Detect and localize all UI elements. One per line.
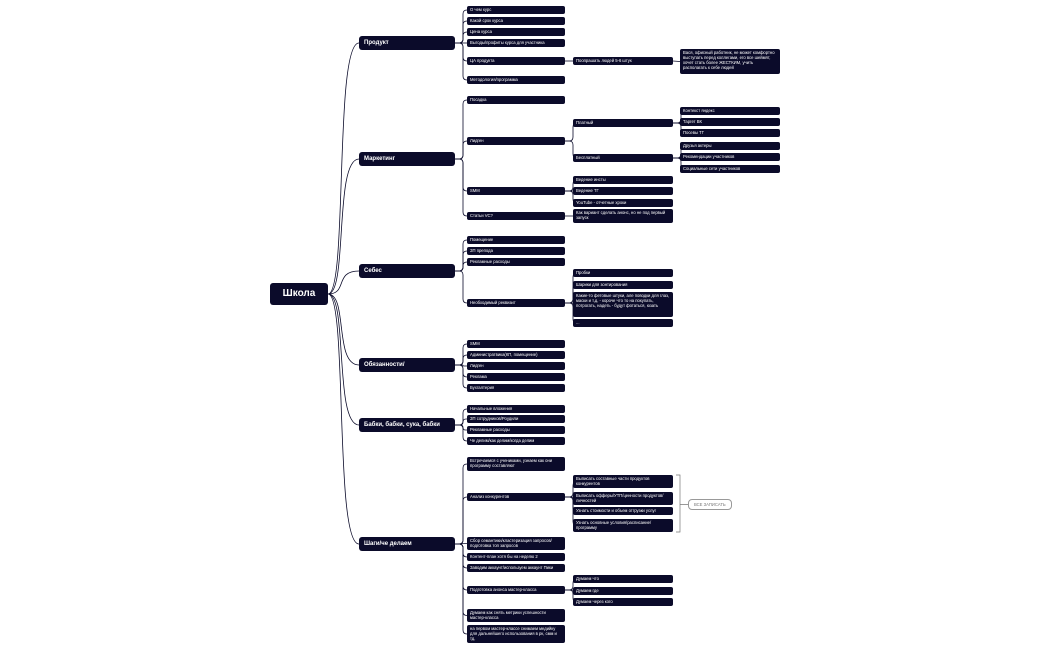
connector-35 <box>455 364 468 378</box>
steps-comp-conditions[interactable]: Узнать основные условия/расписание/ прог… <box>573 519 673 532</box>
connector-46 <box>455 543 468 591</box>
duties-accounting[interactable]: Бухгалтерия <box>467 384 565 392</box>
marketing-paid[interactable]: Платный <box>573 119 673 127</box>
product-ca[interactable]: ЦА продукта <box>467 57 565 65</box>
money-ads[interactable]: Рекламные расходы <box>467 426 565 434</box>
steps-meet[interactable]: Встречаемся с учениками, узнаем как они … <box>467 457 565 471</box>
marketing-tg-posts[interactable]: Посевы ТГ <box>680 129 780 137</box>
branch-steps[interactable]: Шаги/че делаем <box>359 537 455 551</box>
marketing-youtube[interactable]: YouTube - отчетные хроки <box>573 199 673 207</box>
steps-account[interactable]: Заводим аккаунт/используем аккаунт Пики <box>467 564 565 572</box>
connector-27 <box>455 270 468 304</box>
marketing-free[interactable]: Бесплатный <box>573 154 673 162</box>
marketing-tg[interactable]: Ведение ТГ <box>573 187 673 195</box>
root-connector-1 <box>327 158 360 295</box>
connector-36 <box>455 364 468 389</box>
sebes-salary[interactable]: ЗП препода <box>467 247 565 255</box>
duties-ads[interactable]: Реклама <box>467 373 565 381</box>
connector-7 <box>672 60 681 62</box>
steps-comp-prices[interactable]: Узнать стоимости и объем отгрузки услуг <box>573 507 673 515</box>
branch-marketing[interactable]: Маркетинг <box>359 152 455 166</box>
root-connector-4 <box>327 293 360 426</box>
connector-26 <box>455 261 468 272</box>
product-about[interactable]: О чем курс <box>467 6 565 14</box>
connector-34 <box>455 364 467 367</box>
marketing-landing[interactable]: Посадка <box>467 96 565 104</box>
connector-37 <box>455 408 468 426</box>
connector-42 <box>455 496 468 545</box>
connector-44 <box>455 543 468 558</box>
product-methodology[interactable]: Методология/программа <box>467 76 565 84</box>
steps-mc-who[interactable]: Думаем через кого <box>573 598 673 606</box>
connector-10 <box>455 158 468 192</box>
connector-47 <box>455 543 468 616</box>
summary-bracket <box>676 474 688 533</box>
marketing-context-yandex[interactable]: Контекст яндекс <box>680 107 780 115</box>
steps-masterclass[interactable]: Подготовка анонса мастер-класса <box>467 586 565 594</box>
sebes-props-plugs[interactable]: Пробки <box>573 269 673 277</box>
steps-mc-where[interactable]: Думаем где <box>573 587 673 595</box>
marketing-recommendations[interactable]: Рекомендации участников <box>680 153 780 161</box>
connector-4 <box>455 42 468 62</box>
duties-leadgen[interactable]: Лидген <box>467 362 565 370</box>
product-duration[interactable]: Какой срок курса <box>467 17 565 25</box>
branch-product[interactable]: Продукт <box>359 36 455 50</box>
steps-semantics[interactable]: Сбор семантики/кластеризация запросов/ п… <box>467 537 565 550</box>
steps-comp-parts[interactable]: Выписать составные части продуктов конку… <box>573 475 673 488</box>
connector-33 <box>455 354 468 366</box>
branch-duties[interactable]: Обязанности/Ответственность <box>359 358 455 372</box>
money-invest[interactable]: Начальные вложения <box>467 405 565 413</box>
root-connector-3 <box>327 293 360 366</box>
marketing-insta[interactable]: Ведение инсты <box>573 176 673 184</box>
marketing-target-vk[interactable]: Таргет ВК <box>680 118 780 126</box>
connector-25 <box>455 250 468 272</box>
steps-media[interactable]: на первом мастер-классе снимаем медийку … <box>467 625 565 643</box>
connector-0 <box>455 9 468 44</box>
connector-40 <box>455 424 468 442</box>
root-connector-2 <box>327 270 360 295</box>
sebes-props-balls[interactable]: Шарики для зонтирования <box>573 281 673 289</box>
connector-5 <box>455 42 468 81</box>
marketing-vc[interactable]: Статьи VC? <box>467 212 565 220</box>
connector-32 <box>455 343 468 366</box>
marketing-smm[interactable]: SMM <box>467 187 565 195</box>
steps-comp-offers[interactable]: Выписать офферы/УТП/ценности продуктов/ … <box>573 492 673 505</box>
steps-competitors[interactable]: Анализ конкурентов <box>467 493 565 501</box>
money-salary[interactable]: ЗП сотрудников/Роудили <box>467 415 565 423</box>
steps-content-plan[interactable]: Контент-план хотя бы на неделю 2 <box>467 553 565 561</box>
connector-2 <box>455 31 468 44</box>
sebes-props-more[interactable]: ... <box>573 319 673 327</box>
connector-38 <box>455 418 467 426</box>
connector-8 <box>455 99 468 160</box>
connector-24 <box>455 239 468 272</box>
marketing-friends[interactable]: Друзья актеры <box>680 142 780 150</box>
branch-sebes[interactable]: Себес <box>359 264 455 278</box>
duties-admin[interactable]: Администратвика(КП, помещение) <box>467 351 565 359</box>
steps-mc-what[interactable]: Думаем что <box>573 575 673 583</box>
sebes-props-masks[interactable]: Какие-то фетовые штуки, але поводки для … <box>573 292 673 317</box>
sebes-room[interactable]: Помещение <box>467 236 565 244</box>
product-benefits[interactable]: Выгоды/профиты курса для участника <box>467 39 565 47</box>
connector-9 <box>455 140 468 160</box>
product-price[interactable]: Цена курса <box>467 28 565 36</box>
marketing-vc-note[interactable]: Как вариант сделать анонс, но не под пер… <box>573 209 673 223</box>
sebes-props[interactable]: Необходимый реквизит <box>467 299 565 307</box>
connector-45 <box>455 543 468 569</box>
steps-metrics[interactable]: Думаем как снять метрики успешности маст… <box>467 609 565 622</box>
product-ca-description[interactable]: Вася, офисный работник, не может комфорт… <box>680 49 780 74</box>
product-ca-interview[interactable]: Поопрашать людей 5-6 штук <box>573 57 673 65</box>
marketing-social[interactable]: Социальные сети участников <box>680 165 780 173</box>
branch-money[interactable]: Бабки, бабки, сука, бабки <box>359 418 455 432</box>
marketing-leadgen[interactable]: Лидген <box>467 137 565 145</box>
root-connector-0 <box>327 42 360 295</box>
sebes-ads[interactable]: Рекламные расходы <box>467 258 565 266</box>
connector-11 <box>455 158 468 217</box>
root-connector-5 <box>327 293 360 545</box>
duties-smm[interactable]: SMM <box>467 340 565 348</box>
money-split[interactable]: Че делим/как делим/когда делим <box>467 437 565 445</box>
write-all-tag[interactable]: ВСЕ ЗАПИСАТЬ <box>688 499 732 510</box>
connector-41 <box>455 463 468 545</box>
connector-48 <box>455 543 468 635</box>
root-node[interactable]: Школа X <box>270 283 328 305</box>
